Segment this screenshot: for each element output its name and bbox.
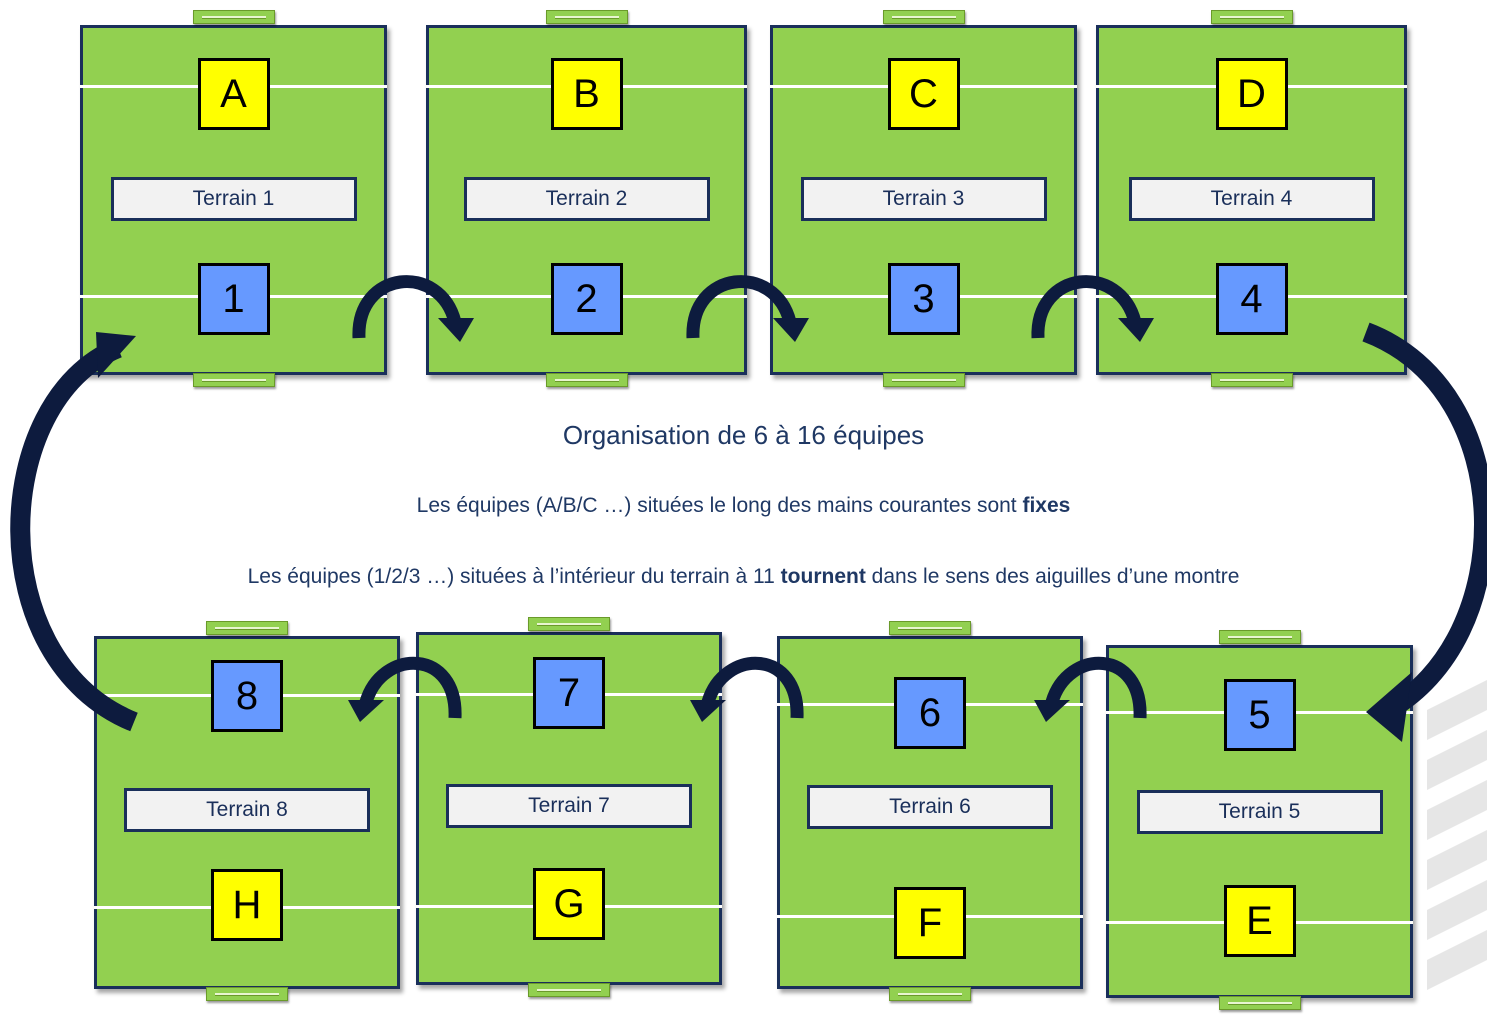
fixed-team-box: E bbox=[1223, 885, 1296, 957]
field-label: Terrain 5 bbox=[1136, 790, 1383, 834]
rule-rotating-teams: Les équipes (1/2/3 …) situées à l’intéri… bbox=[0, 565, 1487, 589]
rule-rotating-bold: tournent bbox=[780, 565, 866, 588]
arrow-1-to-2 bbox=[352, 275, 462, 339]
goal-top bbox=[192, 10, 275, 24]
goal-top bbox=[528, 617, 610, 631]
arrow-5-to-6 bbox=[1045, 656, 1147, 719]
goal-bottom bbox=[192, 373, 275, 387]
rotating-team-box: 6 bbox=[894, 677, 966, 749]
arrowhead-5-to-6 bbox=[1034, 700, 1070, 722]
rotating-team-box: 5 bbox=[1223, 679, 1296, 751]
arrowhead-3-to-4 bbox=[1118, 318, 1154, 342]
arrowhead-8-to-1 bbox=[96, 332, 136, 378]
arrow-8-to-1 bbox=[10, 338, 138, 732]
field-6: 6 Terrain 6 F bbox=[777, 621, 1083, 1001]
goal-top bbox=[1218, 630, 1301, 644]
fixed-team-box: G bbox=[533, 868, 605, 940]
rotating-team-box: 4 bbox=[1215, 263, 1288, 335]
fixed-team-box: F bbox=[894, 887, 966, 959]
goal-top bbox=[889, 621, 971, 635]
goal-bottom bbox=[1210, 373, 1293, 387]
arrowhead-1-to-2 bbox=[438, 318, 474, 342]
field-label: Terrain 4 bbox=[1128, 177, 1375, 221]
rotating-team-box: 3 bbox=[887, 263, 960, 335]
fixed-team-box: H bbox=[211, 869, 283, 941]
goal-top bbox=[545, 10, 628, 24]
field-4: D Terrain 4 4 bbox=[1096, 10, 1407, 387]
arrow-4-to-5 bbox=[1362, 322, 1487, 721]
field-5: 5 Terrain 5 E bbox=[1106, 630, 1413, 1010]
rotating-team-box: 1 bbox=[197, 263, 270, 335]
arrowhead-7-to-8 bbox=[348, 700, 384, 722]
rule-fixed-teams: Les équipes (A/B/C …) situées le long de… bbox=[0, 494, 1487, 518]
field-8: 8 Terrain 8 H bbox=[94, 621, 400, 1001]
arrowhead-6-to-7 bbox=[690, 700, 726, 722]
rule-fixed-text: Les équipes (A/B/C …) situées le long de… bbox=[416, 494, 1023, 517]
field-1: A Terrain 1 1 bbox=[80, 10, 387, 387]
arrow-6-to-7 bbox=[701, 656, 804, 719]
field-label: Terrain 1 bbox=[110, 177, 357, 221]
rule-rotating-text-before: Les équipes (1/2/3 …) situées à l’intéri… bbox=[247, 565, 781, 588]
field-3: C Terrain 3 3 bbox=[770, 10, 1077, 387]
fixed-team-box: A bbox=[197, 58, 270, 130]
goal-bottom bbox=[545, 373, 628, 387]
goal-top bbox=[206, 621, 288, 635]
rule-rotating-text-after: dans le sens des aiguilles d’une montre bbox=[865, 565, 1240, 588]
goal-top bbox=[882, 10, 965, 24]
goal-bottom bbox=[1218, 996, 1301, 1010]
rotating-team-box: 7 bbox=[533, 657, 605, 729]
field-2: B Terrain 2 2 bbox=[426, 10, 747, 387]
fixed-team-box: B bbox=[550, 58, 623, 130]
goal-bottom bbox=[528, 983, 610, 997]
goal-bottom bbox=[206, 987, 288, 1001]
field-7: 7 Terrain 7 G bbox=[416, 617, 722, 997]
arrow-3-to-4 bbox=[1031, 275, 1142, 339]
fixed-team-box: C bbox=[887, 58, 960, 130]
field-label: Terrain 6 bbox=[807, 785, 1053, 829]
field-label: Terrain 7 bbox=[446, 784, 692, 828]
arrow-2-to-3 bbox=[686, 275, 797, 339]
rotating-team-box: 8 bbox=[211, 660, 283, 732]
goal-bottom bbox=[889, 987, 971, 1001]
rule-fixed-bold: fixes bbox=[1022, 494, 1071, 517]
arrowhead-2-to-3 bbox=[773, 318, 809, 342]
arrow-7-to-8 bbox=[359, 656, 462, 719]
goal-bottom bbox=[882, 373, 965, 387]
field-label: Terrain 3 bbox=[800, 177, 1047, 221]
arrowhead-4-to-5 bbox=[1366, 672, 1412, 742]
decorative-stripes bbox=[1427, 680, 1487, 990]
goal-top bbox=[1210, 10, 1293, 24]
field-label: Terrain 8 bbox=[124, 788, 370, 832]
fixed-team-box: D bbox=[1215, 58, 1288, 130]
diagram-title: Organisation de 6 à 16 équipes bbox=[562, 420, 925, 450]
field-label: Terrain 2 bbox=[463, 177, 710, 221]
rotating-team-box: 2 bbox=[550, 263, 623, 335]
